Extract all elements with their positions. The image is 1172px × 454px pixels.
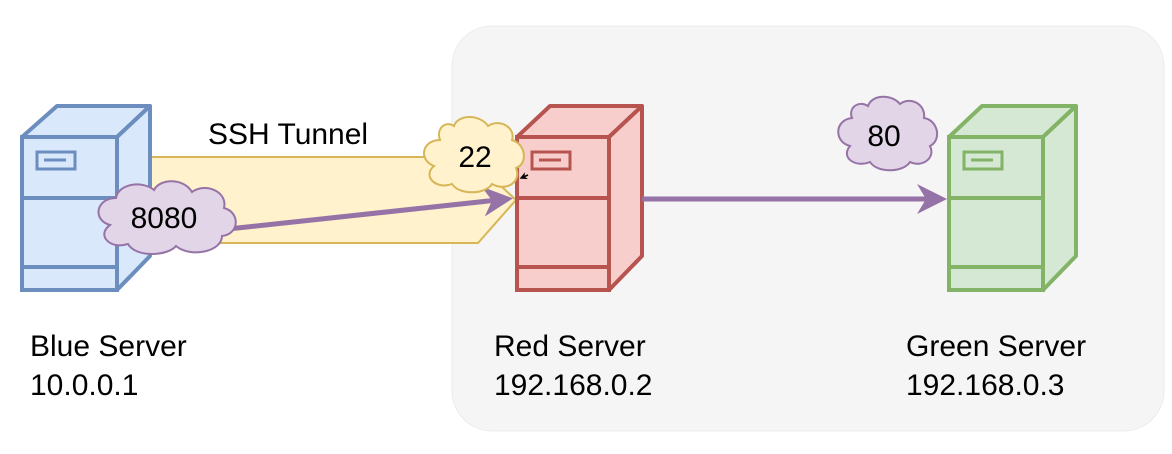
red-server-name: Red Server (494, 330, 646, 363)
port-22-label: 22 (458, 141, 491, 174)
port-80-cloud: 80 (837, 95, 939, 172)
blue-server-name: Blue Server (30, 330, 187, 363)
ssh-tunnel-label: SSH Tunnel (208, 118, 368, 151)
blue-server-ip: 10.0.0.1 (30, 369, 138, 402)
red-server-icon[interactable] (515, 104, 644, 292)
red-server-ip: 192.168.0.2 (494, 369, 652, 402)
ssh-port-pointer (519, 172, 529, 180)
port-8080-label: 8080 (131, 202, 198, 235)
green-server-name: Green Server (906, 330, 1086, 363)
port-22-cloud: 22 (423, 116, 525, 194)
port-8080-cloud: 8080 (97, 180, 237, 255)
port-80-label: 80 (867, 120, 900, 153)
green-server-ip: 192.168.0.3 (906, 369, 1064, 402)
green-server-icon[interactable] (947, 104, 1078, 292)
blue-to-red-arrow (227, 186, 513, 232)
